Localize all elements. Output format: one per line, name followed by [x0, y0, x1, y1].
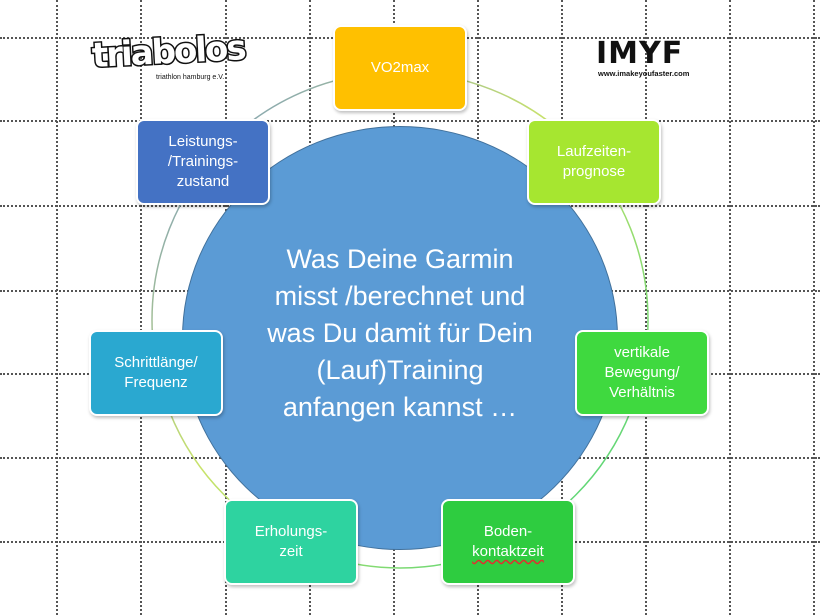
grid-line [729, 0, 731, 615]
node-vo2max-label: VO2max [370, 59, 430, 76]
node-bodenkontaktzeit-label-2: kontaktzeit [472, 543, 544, 560]
node-erholungszeit[interactable]: Erholungs- zeit [224, 499, 358, 585]
node-schrittlaenge-label: Schrittlänge/ Frequenz [114, 354, 198, 391]
node-bodenkontaktzeit-label-1: Boden- [483, 523, 533, 540]
grid-line [645, 0, 647, 615]
triabolos-logo-subtitle: triathlon hamburg e.V. [156, 74, 225, 81]
grid-line [140, 0, 142, 615]
node-schrittlaenge[interactable]: Schrittlänge/ Frequenz [89, 330, 223, 416]
grid-line [813, 0, 815, 615]
triabolos-logo-word: triabolos [90, 27, 247, 78]
node-vo2max[interactable]: VO2max [333, 25, 467, 111]
imyf-logo-word: IMYF [596, 36, 684, 71]
imyf-logo-url: www.imakeyoufaster.com [598, 69, 690, 78]
node-leistungszustand-label: Leistungs- /Trainings- zustand [167, 133, 239, 190]
grid-line [56, 0, 58, 615]
node-vertikale-bewegung[interactable]: vertikale Bewegung/ Verhältnis [575, 330, 709, 416]
node-vertikale-bewegung-label: vertikale Bewegung/ Verhältnis [604, 344, 680, 401]
node-erholungszeit-label: Erholungs- zeit [254, 523, 328, 560]
grid-line [0, 120, 820, 122]
imyf-logo: IMYF www.imakeyoufaster.com [596, 38, 716, 82]
node-laufzeitenprognose-label: Laufzeiten- prognose [556, 143, 632, 180]
center-title: Was Deine Garmin misst /berechnet und wa… [267, 243, 533, 422]
node-bodenkontaktzeit[interactable]: Boden- kontaktzeit [441, 499, 575, 585]
triabolos-logo: triabolos triathlon hamburg e.V. [86, 27, 247, 88]
node-laufzeitenprognose[interactable]: Laufzeiten- prognose [527, 119, 661, 205]
node-leistungszustand[interactable]: Leistungs- /Trainings- zustand [136, 119, 270, 205]
